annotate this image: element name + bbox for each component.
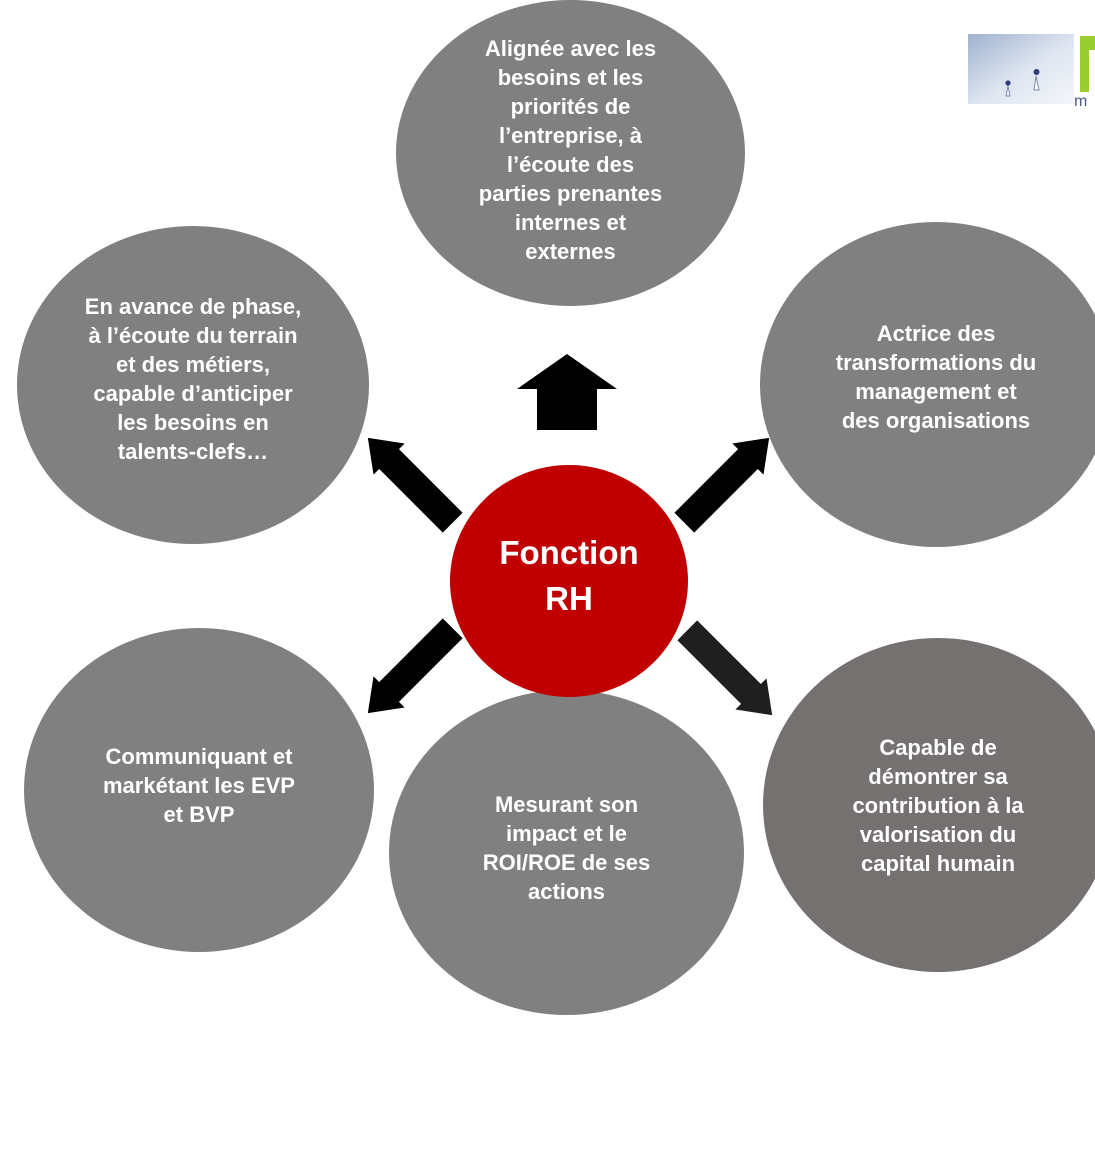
node-bottom-left: Communiquant et markétant les EVP et BVP: [24, 628, 374, 952]
arrow-up-icon: [517, 354, 617, 430]
node-top-right: Actrice des transformations du managemen…: [760, 222, 1095, 547]
people-photo-logo-icon: m: [968, 34, 1095, 108]
arrow-up-right-icon: [674, 437, 770, 533]
node-bottom-left-label: Communiquant et markétant les EVP et BVP: [103, 743, 295, 827]
center-node: Fonction RH: [450, 465, 688, 697]
node-top-right-label: Actrice des transformations du managemen…: [835, 320, 1037, 433]
node-top-label: Alignée avec les besoins et les priorité…: [478, 36, 663, 264]
logo-partial-text: m: [1074, 93, 1087, 108]
node-top: Alignée avec les besoins et les priorité…: [396, 0, 745, 306]
arrow-down-right-icon: [677, 620, 773, 716]
node-bottom-right: Capable de démontrer sa contribution à l…: [763, 638, 1095, 972]
node-top-left-label: En avance de phase, à l’écoute du terrai…: [84, 294, 302, 464]
arrow-up-left-icon: [367, 437, 463, 533]
node-bottom: Mesurant son impact et le ROI/ROE de ses…: [389, 690, 744, 1015]
node-bottom-label: Mesurant son impact et le ROI/ROE de ses…: [482, 791, 651, 904]
node-bottom-right-label: Capable de démontrer sa contribution à l…: [852, 734, 1024, 876]
center-node-label: Fonction RH: [499, 534, 639, 617]
arrow-down-left-icon: [367, 618, 463, 714]
node-top-left: En avance de phase, à l’écoute du terrai…: [17, 226, 369, 544]
